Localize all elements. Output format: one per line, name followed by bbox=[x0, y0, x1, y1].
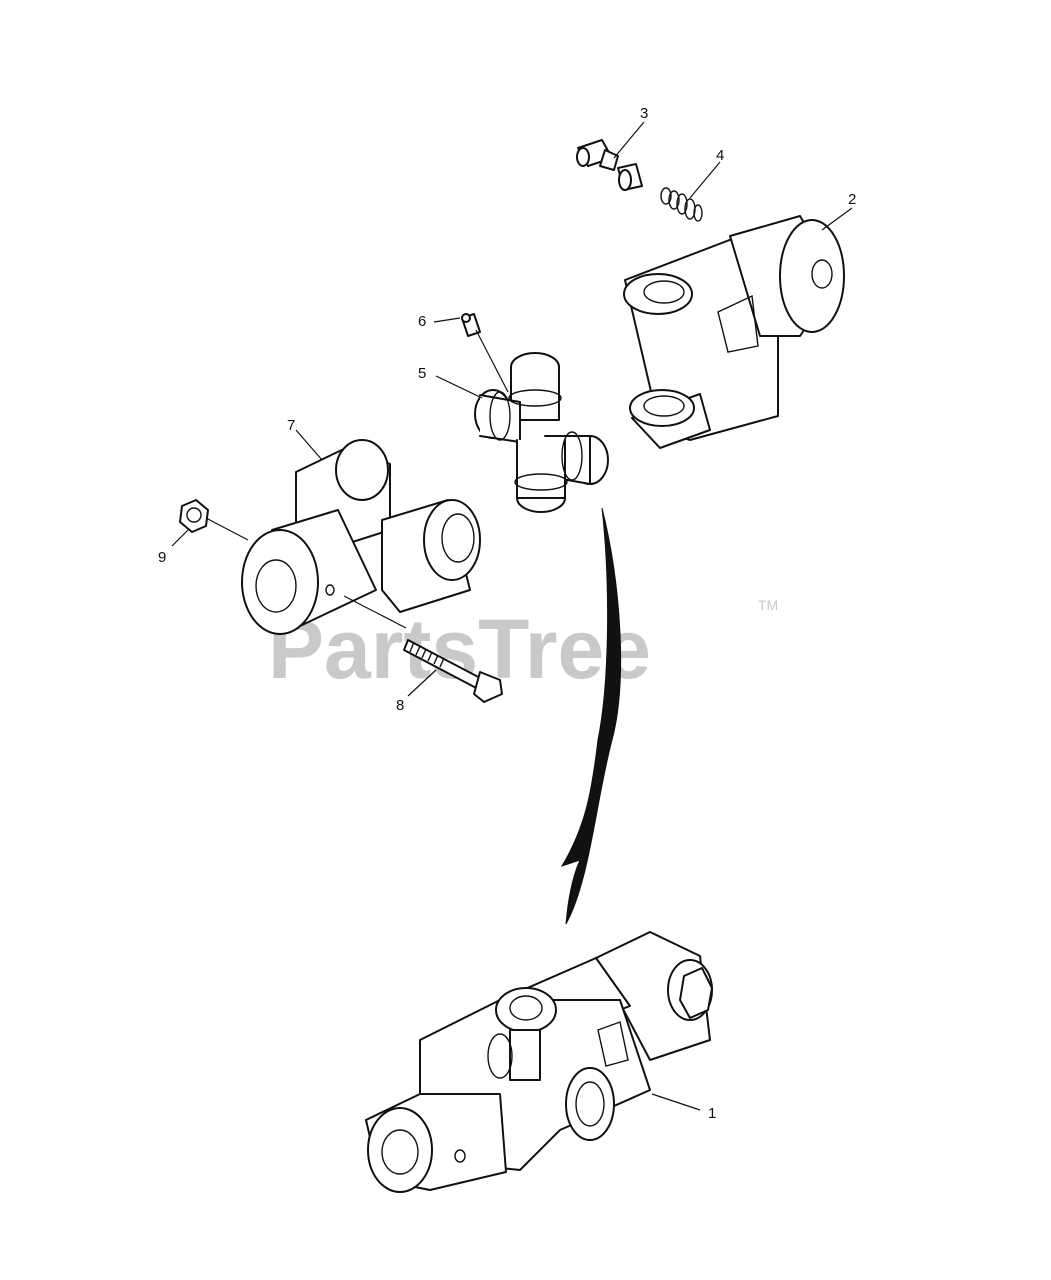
callout-5: 5 bbox=[418, 365, 426, 382]
leader-lines bbox=[171, 121, 853, 1111]
callout-9: 9 bbox=[158, 549, 166, 566]
part-2-yoke[interactable] bbox=[623, 215, 845, 449]
part-5-cross[interactable] bbox=[474, 352, 609, 513]
part-1-assembly[interactable] bbox=[365, 931, 713, 1193]
callouts: 1 2 3 4 5 6 7 8 9 bbox=[158, 105, 856, 1122]
callout-4: 4 bbox=[716, 147, 724, 164]
callout-6: 6 bbox=[418, 313, 426, 330]
callout-7: 7 bbox=[287, 417, 295, 434]
part-7-yoke[interactable] bbox=[241, 439, 481, 635]
part-8-bolt[interactable] bbox=[403, 639, 503, 703]
part-6-fitting[interactable] bbox=[461, 313, 481, 337]
callout-1: 1 bbox=[708, 1105, 716, 1122]
part-9-nut[interactable] bbox=[179, 499, 209, 533]
watermark-tm: TM bbox=[758, 597, 778, 613]
part-3-pin[interactable] bbox=[576, 139, 643, 191]
watermark-text: PartsTree bbox=[268, 602, 651, 696]
part-4-spring[interactable] bbox=[660, 187, 703, 222]
assembly-arrow bbox=[560, 507, 622, 925]
callout-3: 3 bbox=[640, 105, 648, 122]
callout-8: 8 bbox=[396, 697, 404, 714]
callout-2: 2 bbox=[848, 191, 856, 208]
